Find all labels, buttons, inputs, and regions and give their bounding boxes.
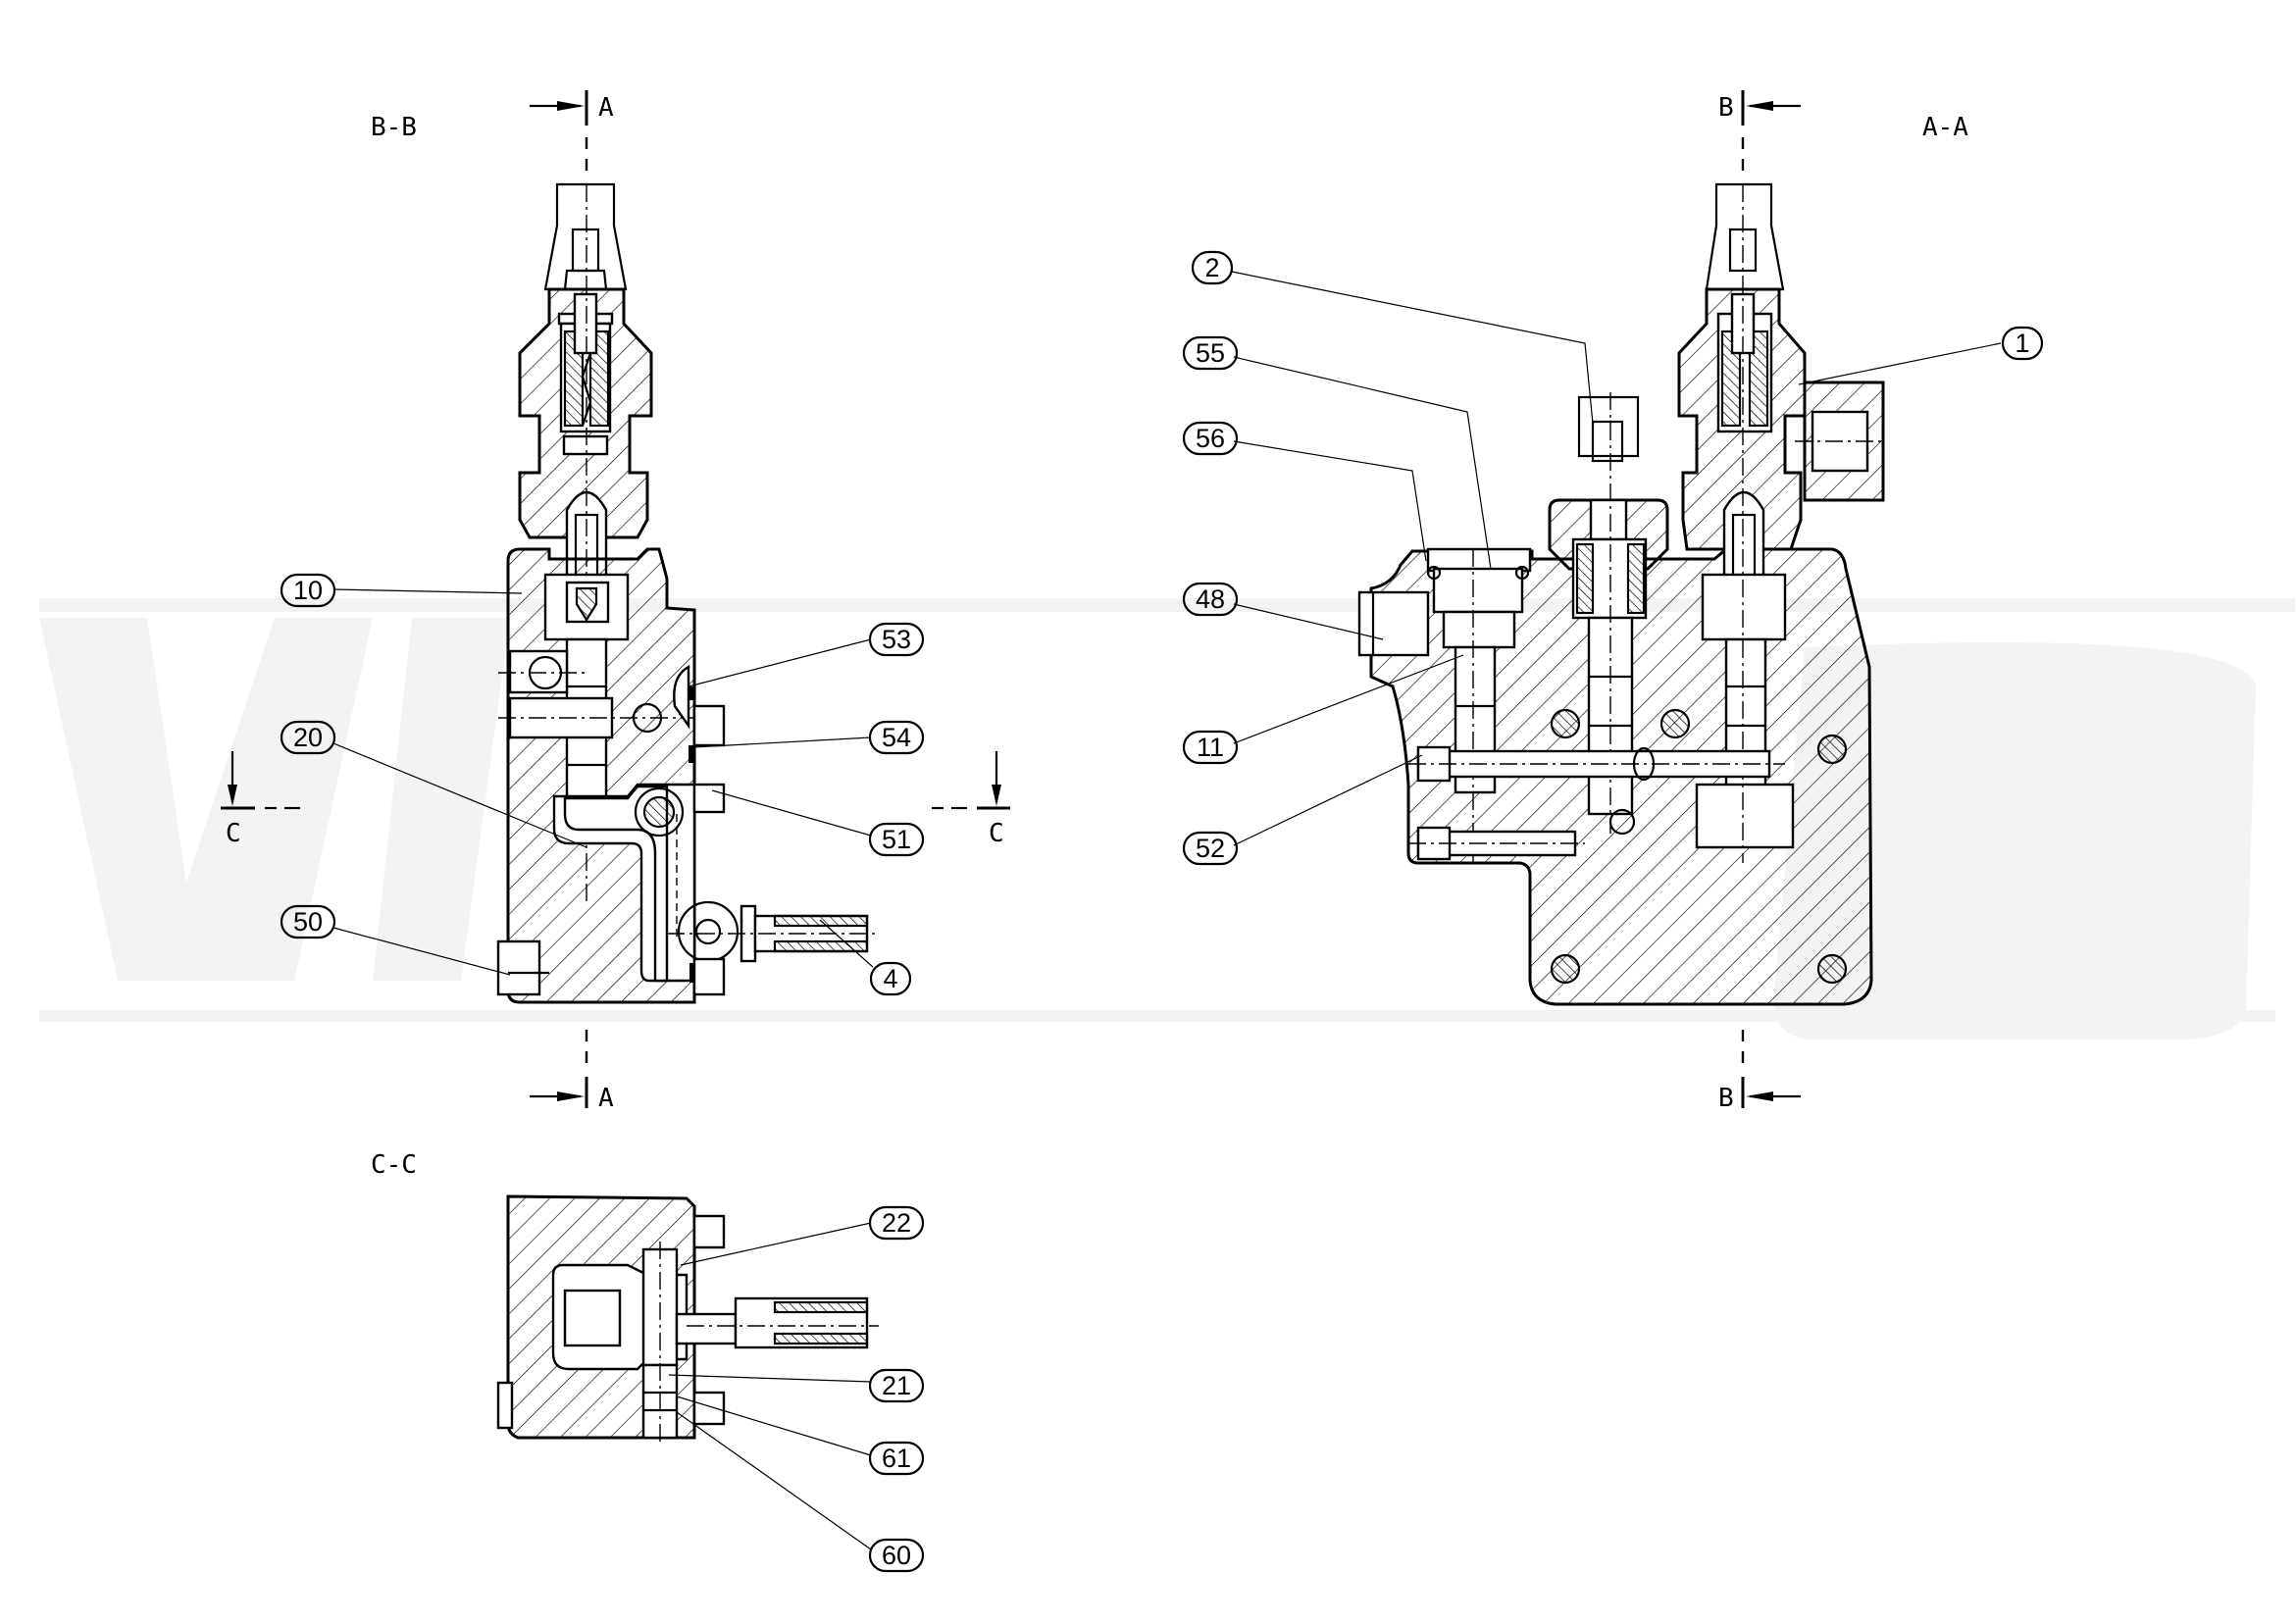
- balloon-label: 52: [1196, 834, 1225, 863]
- balloon-label: 10: [293, 576, 323, 605]
- balloon-label: 2: [1204, 253, 1219, 282]
- section-letter: B: [1718, 93, 1734, 123]
- section-letter: A: [598, 1084, 614, 1113]
- section-letter: A: [598, 93, 614, 123]
- balloon-label: 60: [882, 1541, 911, 1570]
- section-letter: C: [226, 819, 241, 848]
- balloon-label: 54: [882, 723, 911, 752]
- balloon-20[interactable]: 20: [280, 720, 336, 755]
- balloon-label: 50: [293, 907, 323, 937]
- balloon-label: 56: [1196, 424, 1225, 453]
- section-marker-c-right: C: [932, 751, 1010, 848]
- balloon-60[interactable]: 60: [868, 1538, 925, 1573]
- section-marker-a-top: A: [530, 90, 614, 172]
- watermark: [39, 598, 2295, 1040]
- balloon-1[interactable]: 1: [2001, 326, 2044, 361]
- balloon-54[interactable]: 54: [868, 720, 925, 755]
- balloon-label: 1: [2015, 329, 2029, 358]
- view-aa: A-A B: [1357, 90, 1968, 1113]
- balloon-label: 21: [882, 1371, 911, 1400]
- balloon-51[interactable]: 51: [868, 822, 925, 857]
- view-label-aa: A-A: [1922, 113, 1968, 142]
- balloon-10[interactable]: 10: [280, 573, 336, 608]
- balloon-label: 4: [883, 964, 897, 993]
- balloon-label: 20: [293, 723, 323, 752]
- section-marker-a-bottom: A: [530, 1030, 614, 1113]
- section-letter: C: [989, 819, 1004, 848]
- section-marker-b-top: B: [1718, 90, 1801, 172]
- balloon-label: 61: [882, 1444, 911, 1473]
- section-marker-b-bottom: B: [1718, 1030, 1801, 1113]
- view-cc: C-C: [371, 1150, 879, 1446]
- balloon-4[interactable]: 4: [869, 961, 912, 996]
- view-label-bb: B-B: [371, 113, 417, 142]
- balloon-label: 22: [882, 1208, 911, 1238]
- view-bb: B-B A: [221, 90, 1010, 1113]
- balloon-label: 55: [1196, 338, 1225, 368]
- balloon-50[interactable]: 50: [280, 904, 336, 939]
- balloon-55[interactable]: 55: [1182, 335, 1239, 371]
- balloon-56[interactable]: 56: [1182, 421, 1239, 456]
- balloon-21[interactable]: 21: [868, 1368, 925, 1403]
- balloon-53[interactable]: 53: [868, 622, 925, 657]
- section-letter: B: [1718, 1084, 1734, 1113]
- balloon-2[interactable]: 2: [1191, 250, 1234, 285]
- balloon-label: 51: [882, 825, 911, 854]
- balloon-label: 11: [1197, 733, 1224, 762]
- balloon-label: 53: [882, 625, 911, 654]
- balloon-label: 48: [1196, 584, 1225, 614]
- balloon-48[interactable]: 48: [1182, 582, 1239, 617]
- balloon-52[interactable]: 52: [1182, 831, 1239, 866]
- balloon-22[interactable]: 22: [868, 1205, 925, 1241]
- balloon-61[interactable]: 61: [868, 1441, 925, 1476]
- section-marker-c-left: C: [221, 751, 300, 848]
- balloon-11[interactable]: 11: [1182, 730, 1239, 765]
- view-label-cc: C-C: [371, 1150, 417, 1180]
- leader-lines: [332, 271, 2002, 1550]
